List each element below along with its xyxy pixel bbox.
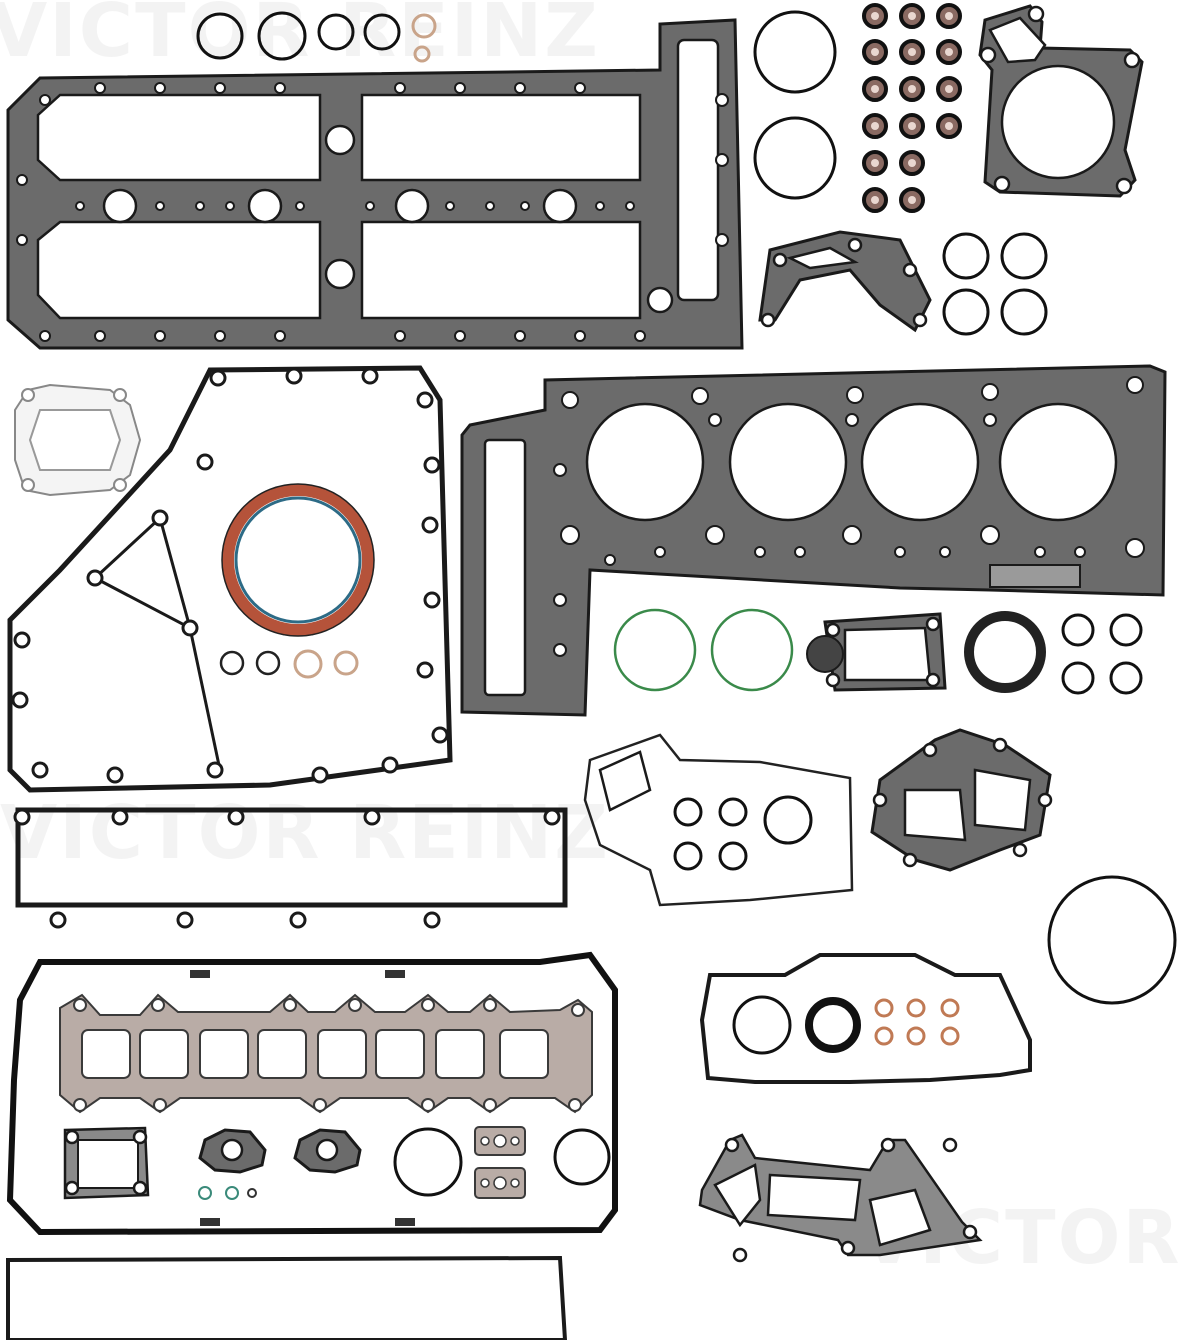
oil-cooler-gasket [583,733,854,907]
front-cover-gasket [699,953,1032,1084]
crankshaft-oil-seal [221,483,375,637]
green-o-rings [613,608,794,692]
oil-filter-housing-gasket-lower [698,1133,983,1263]
watermark-top: VICTOR REINZ [0,0,600,74]
small-fiber-gaskets [474,1126,526,1199]
oil-pan-gasket [6,951,618,1236]
exhaust-manifold-gasket [59,993,593,1114]
valve-stem-seals [862,3,962,213]
timing-cover-gasket [7,365,453,793]
water-outlet-gasket [806,612,947,692]
valve-cover-gasket [6,18,744,350]
intake-manifold-gasket [13,807,568,929]
water-pump-gasket [870,728,1053,872]
large-o-ring-right [1047,875,1177,1005]
injector-o-rings [942,232,1048,336]
watermark-middle: VICTOR REINZ [0,790,610,876]
turbo-gasket [63,1126,150,1200]
oil-filter-housing-gasket [758,230,932,333]
top-o-rings [196,11,437,63]
rear-seal-ring [964,611,1046,693]
small-o-rings-right [1061,613,1143,695]
large-o-rings [753,10,837,200]
egr-gaskets [198,1128,362,1200]
pan-o-rings [393,1127,611,1197]
cylinder-head-gasket [460,364,1167,717]
sump-gasket [6,1255,568,1340]
small-seal-rings [219,649,359,679]
turbo-flange-gasket [14,383,142,497]
vacuum-pump-gasket [978,4,1144,198]
